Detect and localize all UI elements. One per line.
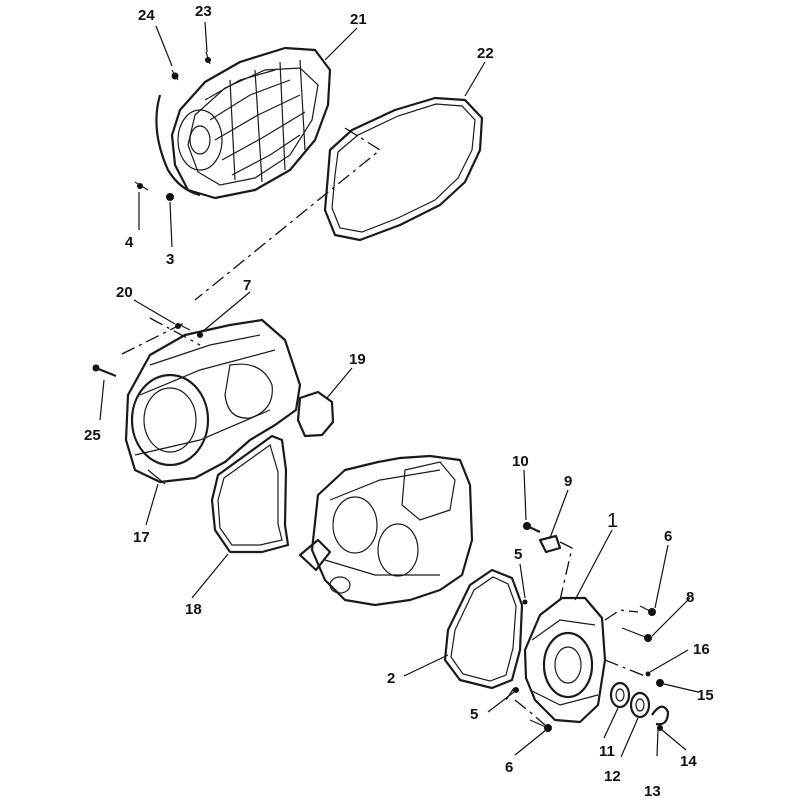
callout-13-label: 13	[644, 783, 661, 800]
callout-12: 12	[604, 768, 621, 785]
callout-5a: 5	[514, 546, 522, 563]
callout-24: 24	[138, 7, 155, 24]
callout-20: 20	[116, 284, 133, 301]
callout-6b: 6	[505, 759, 513, 776]
clip-part	[651, 705, 670, 726]
callout-11: 11	[599, 743, 615, 760]
bracket-part	[538, 534, 562, 554]
stator-cover-part	[523, 596, 607, 724]
callout-23: 23	[195, 3, 212, 20]
oil-seal-part	[609, 681, 631, 709]
callout-2: 2	[387, 670, 395, 687]
crankcase-part	[298, 454, 474, 607]
callout-8: 8	[686, 589, 694, 606]
fasteners	[92, 51, 664, 732]
callout-13-text: 13	[644, 783, 661, 800]
crankcase-cover-part	[124, 318, 302, 485]
callout-3: 3	[166, 251, 174, 268]
callout-15: 15	[697, 687, 714, 704]
callout-19: 19	[349, 351, 366, 368]
callout-14: 14	[680, 753, 697, 770]
callout-5b: 5	[470, 706, 478, 723]
callout-25: 25	[84, 427, 101, 444]
alignment-lines	[121, 127, 646, 726]
callout-4: 4	[125, 234, 134, 251]
bearing-part	[629, 691, 651, 719]
callout-21: 21	[350, 11, 367, 28]
callout-7: 7	[243, 277, 251, 294]
callout-10: 10	[512, 453, 529, 470]
cover-gasket-part	[210, 434, 290, 554]
callout-16: 16	[693, 641, 710, 658]
callout-1: 1	[607, 510, 618, 532]
stator-gasket-part	[443, 568, 524, 690]
clutch-cover-part	[155, 46, 332, 200]
callout-6a: 6	[664, 528, 672, 545]
small-gasket-part	[296, 390, 335, 438]
callout-22: 22	[477, 45, 494, 62]
callout-9: 9	[564, 473, 572, 490]
callout-17: 17	[133, 529, 150, 546]
leader-lines	[99, 21, 699, 758]
clutch-cover-gasket-part	[323, 96, 484, 242]
callout-18: 18	[185, 601, 202, 618]
callout-labels: 24 23 21 22 4 3 20 7 19 25 17 18 10 9 1 …	[84, 3, 714, 800]
